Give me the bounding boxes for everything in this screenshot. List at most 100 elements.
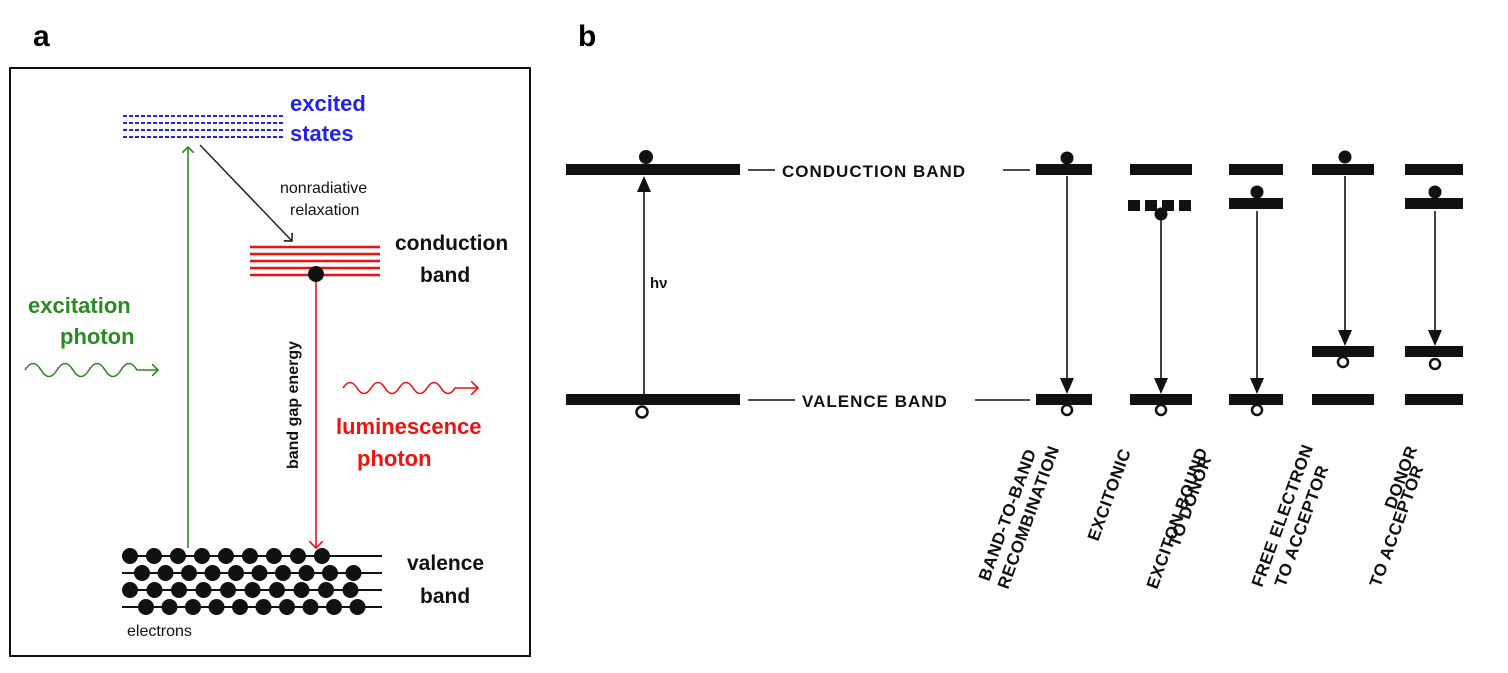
electron-dot bbox=[157, 565, 174, 581]
electron-dot bbox=[1428, 185, 1442, 199]
electron-dot bbox=[220, 582, 236, 598]
excited-states-lines bbox=[123, 115, 283, 138]
electron-dot bbox=[195, 582, 212, 598]
electron-dot bbox=[122, 582, 138, 598]
electron-dot bbox=[275, 565, 291, 581]
excited-label-line2: states bbox=[290, 121, 354, 146]
panel-b-letter: b bbox=[578, 20, 596, 53]
electron-dot bbox=[298, 565, 315, 581]
valence-electrons bbox=[122, 548, 366, 615]
hole-circle bbox=[1250, 403, 1264, 417]
col2-exciton-level bbox=[1179, 200, 1191, 211]
electron-dot bbox=[279, 599, 295, 615]
valence-band-label: VALENCE BAND bbox=[802, 392, 948, 411]
electron-dot bbox=[232, 599, 248, 615]
nonrad-label-line2: relaxation bbox=[290, 202, 359, 219]
col2-exciton-level bbox=[1162, 200, 1174, 211]
electron-dot bbox=[146, 582, 163, 598]
electron-dot bbox=[269, 582, 285, 598]
excitation-label-line2: photon bbox=[60, 324, 135, 349]
electron-dot bbox=[266, 548, 282, 564]
col4-cb bbox=[1312, 164, 1374, 175]
electron-dot bbox=[170, 548, 186, 564]
electron-dot bbox=[322, 565, 338, 581]
left-hole bbox=[635, 405, 649, 419]
electron-dot bbox=[255, 599, 272, 615]
electron-dot bbox=[244, 582, 261, 598]
col2-vb bbox=[1130, 394, 1192, 405]
electrons-label: electrons bbox=[127, 623, 192, 640]
hole-circle bbox=[1336, 355, 1350, 369]
electron-dot bbox=[171, 582, 187, 598]
col3-donor bbox=[1229, 198, 1283, 209]
col3-cb bbox=[1229, 164, 1283, 175]
col5-acceptor bbox=[1405, 346, 1463, 357]
col3-vb bbox=[1229, 394, 1283, 405]
electron-dot bbox=[318, 582, 334, 598]
mechanism-labels: BAND-TO-BAND RECOMBINATION EXCITONIC EXC… bbox=[975, 442, 1428, 592]
panel-a: a excited states nonradiative relaxation… bbox=[9, 20, 531, 657]
conduction-band-bar bbox=[566, 164, 740, 175]
col2-exciton-level bbox=[1145, 200, 1157, 211]
electron-dot bbox=[161, 599, 178, 615]
hole-circle bbox=[1060, 403, 1074, 417]
electron-dot bbox=[349, 599, 366, 615]
band-gap-label: band gap energy bbox=[285, 341, 302, 469]
electron-dot bbox=[251, 565, 268, 581]
valence-label-line2: band bbox=[420, 585, 470, 608]
electron-dot bbox=[290, 548, 306, 564]
panel-a-frame bbox=[9, 67, 531, 657]
electron-dot bbox=[293, 582, 310, 598]
hole-circle bbox=[1154, 403, 1168, 417]
col5-vb bbox=[1405, 394, 1463, 405]
excited-electron bbox=[639, 150, 653, 164]
electron-dot bbox=[218, 548, 234, 564]
transition-arrowhead bbox=[1338, 330, 1352, 346]
col1-cb bbox=[1036, 164, 1092, 175]
col2-cb bbox=[1130, 164, 1192, 175]
luminescence-label-line2: photon bbox=[357, 446, 432, 471]
nonradiative-arrow bbox=[199, 144, 292, 241]
electron-dot bbox=[185, 599, 201, 615]
valence-label-line1: valence bbox=[407, 552, 484, 575]
hole-circle bbox=[1428, 357, 1442, 371]
mech-label-2: EXCITONIC bbox=[1084, 446, 1135, 543]
conduction-label-line2: band bbox=[420, 264, 470, 287]
transition-arrowhead bbox=[1428, 330, 1442, 346]
electron-dot bbox=[345, 565, 362, 581]
electron-dot bbox=[138, 599, 154, 615]
transition-arrowhead bbox=[1250, 378, 1264, 394]
col5-donor bbox=[1405, 198, 1463, 209]
luminescence-label-line1: luminescence bbox=[336, 414, 482, 439]
electron-dot bbox=[242, 548, 258, 564]
mechanism-columns bbox=[1036, 150, 1463, 417]
electron-dot bbox=[342, 582, 359, 598]
electron-dot bbox=[146, 548, 162, 564]
electron-dot bbox=[1250, 185, 1264, 199]
conduction-label-line1: conduction bbox=[395, 232, 508, 255]
electron-dot bbox=[314, 548, 330, 564]
col4-acceptor bbox=[1312, 346, 1374, 357]
transition-arrowhead bbox=[1154, 378, 1168, 394]
conduction-electron bbox=[308, 266, 324, 282]
excitation-label-line1: excitation bbox=[28, 293, 131, 318]
col2-exciton-level bbox=[1128, 200, 1140, 211]
electron-dot bbox=[228, 565, 244, 581]
electron-dot bbox=[181, 565, 197, 581]
col1-vb bbox=[1036, 394, 1092, 405]
excitation-photon-wave bbox=[24, 362, 158, 378]
electron-dot bbox=[194, 548, 210, 564]
electron-dot bbox=[1060, 151, 1074, 165]
luminescence-photon-wave bbox=[342, 383, 478, 394]
panel-b: b hν CONDUCTION BAND VALENCE BAND BAND-T… bbox=[566, 20, 1463, 591]
conduction-band-label: CONDUCTION BAND bbox=[782, 162, 966, 181]
electron-dot bbox=[326, 599, 342, 615]
panel-a-letter: a bbox=[33, 20, 50, 53]
hv-arrowhead bbox=[637, 176, 651, 192]
hv-label: hν bbox=[650, 275, 668, 292]
valence-band-bar bbox=[566, 394, 740, 405]
transition-arrowhead bbox=[1060, 378, 1074, 394]
electron-dot bbox=[204, 565, 221, 581]
col4-vb bbox=[1312, 394, 1374, 405]
